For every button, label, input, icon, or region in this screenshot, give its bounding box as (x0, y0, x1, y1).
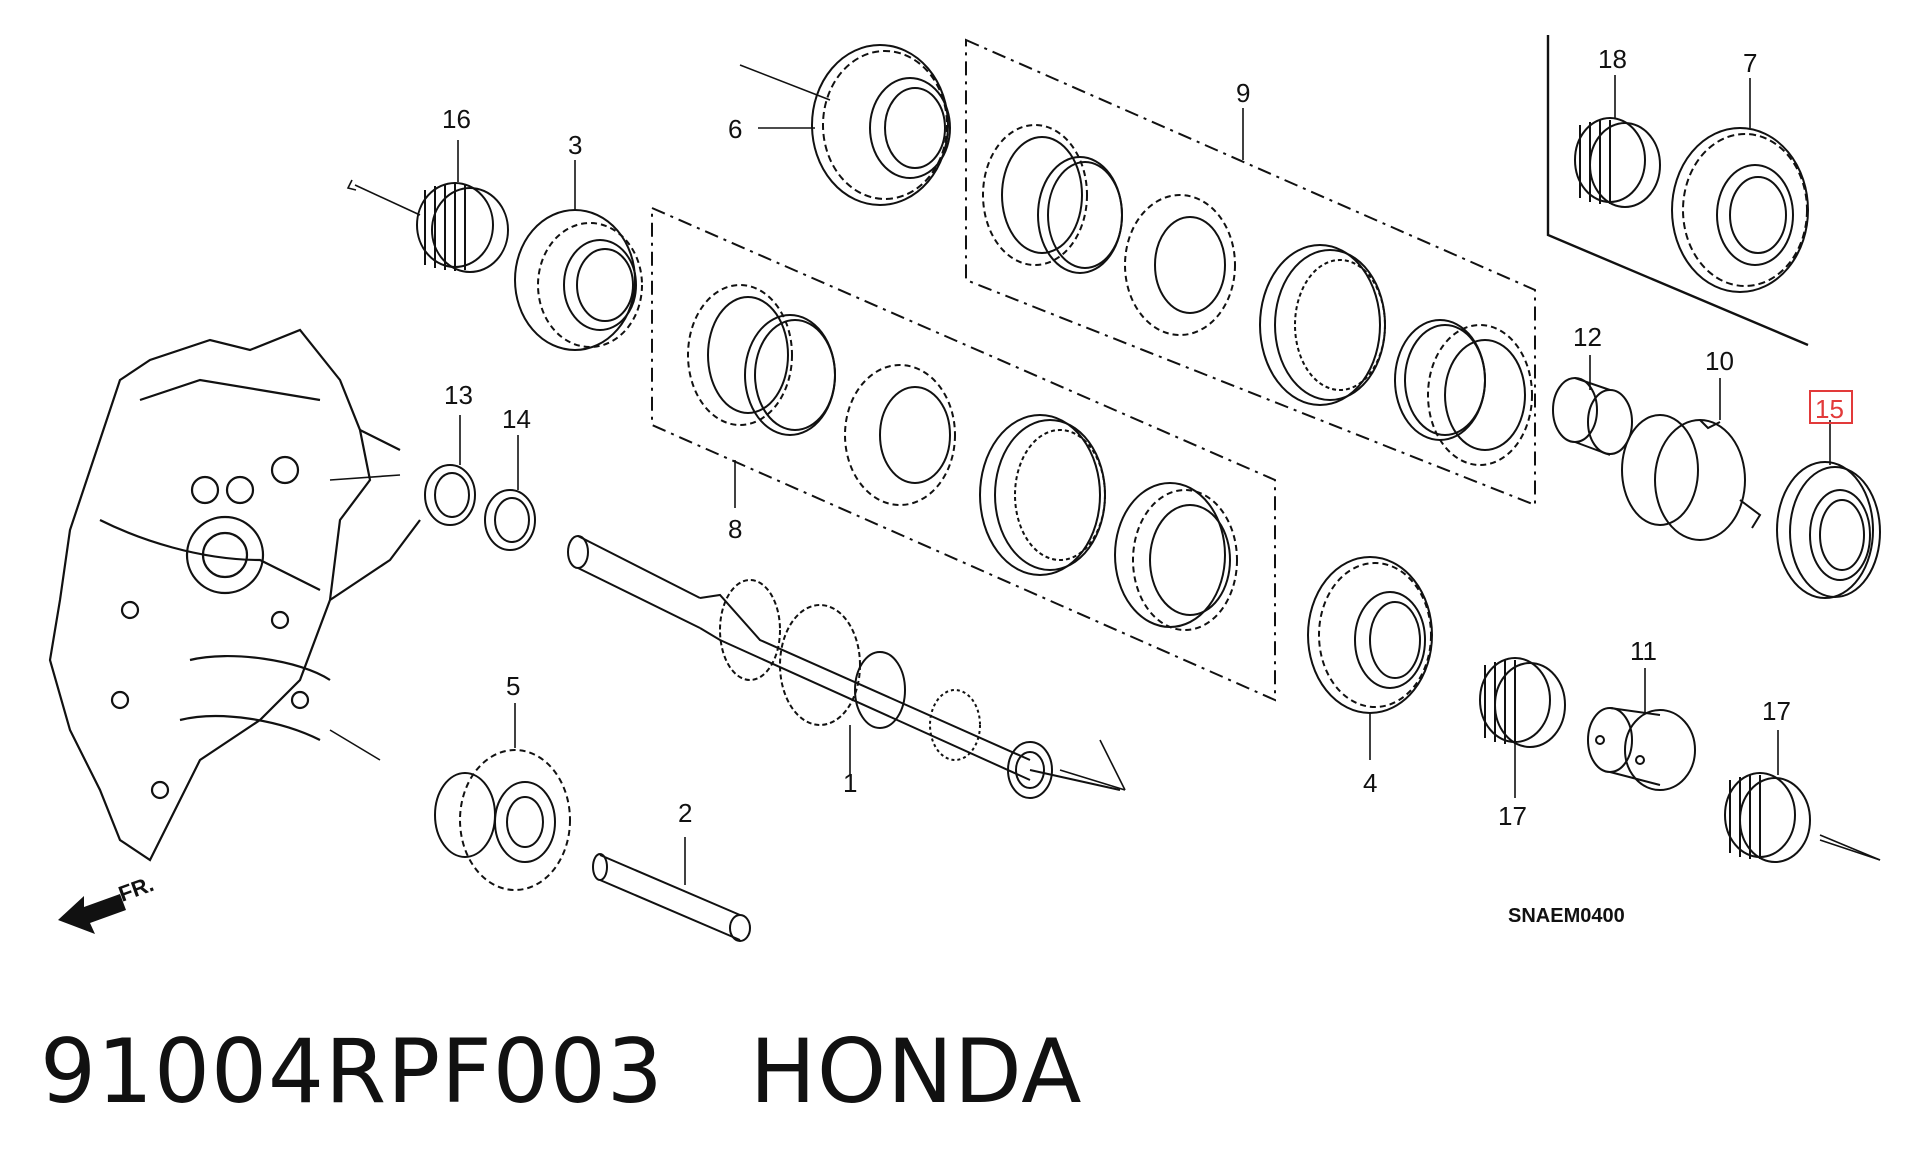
callout-3: 3 (568, 130, 582, 160)
part-17-needle-bearing-b (1724, 772, 1811, 863)
callout-17-b: 17 (1762, 696, 1791, 726)
leader-line (329, 474, 401, 481)
part-6-gear (811, 44, 951, 206)
part-10-collar (1621, 414, 1762, 541)
transmission-case (48, 328, 421, 862)
part-13-washer (424, 464, 476, 526)
part-number: 91004RPF003 (40, 1020, 664, 1123)
part-4-gear (1307, 556, 1433, 714)
part-16-needle-bearing (416, 182, 509, 273)
part-12-bushing (1552, 377, 1633, 456)
callout-leaders (457, 75, 1831, 885)
part-14-washer (484, 489, 536, 551)
callout-5: 5 (506, 671, 520, 701)
assembly-box-8 (651, 206, 1276, 702)
part-2-pin (592, 853, 751, 942)
assembly-box-9 (965, 38, 1536, 507)
callout-18: 18 (1598, 44, 1627, 74)
front-arrow-label: FR. (115, 871, 157, 907)
part-15-ball-bearing (1776, 461, 1881, 599)
highlight-box-15 (1809, 390, 1853, 424)
callout-16: 16 (442, 104, 471, 134)
callout-8: 8 (728, 514, 742, 544)
callout-14: 14 (502, 404, 531, 434)
part-11-collar (1587, 707, 1696, 791)
axis-lines (346, 64, 1881, 861)
callout-11: 11 (1630, 636, 1657, 666)
callout-2: 2 (678, 798, 692, 828)
callout-10: 10 (1705, 346, 1734, 376)
leader-line (329, 729, 381, 761)
callout-13: 13 (444, 380, 473, 410)
callout-labels: 16 3 6 9 8 13 14 12 10 15 18 7 5 1 2 4 1… (442, 44, 1853, 831)
callout-4: 4 (1363, 768, 1377, 798)
part-caption: 91004RPF003 HONDA (40, 1020, 1168, 1123)
part-3-gear (514, 209, 643, 351)
part-8-synchro-assembly (687, 284, 1238, 631)
part-18-needle-bearing (1574, 117, 1661, 208)
callout-6: 6 (728, 114, 742, 144)
diagram-code: SNAEM0400 (1508, 905, 1625, 927)
assembly-box-7 (1546, 35, 1809, 347)
part-9-synchro-assembly (982, 124, 1533, 466)
callout-12: 12 (1573, 322, 1602, 352)
part-17-needle-bearing-a (1479, 657, 1566, 748)
callout-15-highlighted: 15 (1815, 394, 1844, 424)
callout-7: 7 (1743, 48, 1757, 78)
callout-9: 9 (1236, 78, 1250, 108)
front-direction-arrow: FR. (58, 871, 157, 934)
brand-name: HONDA (749, 1020, 1083, 1123)
part-1-mainshaft (567, 535, 1121, 799)
callout-1: 1 (843, 768, 857, 798)
callout-17-a: 17 (1498, 801, 1527, 831)
part-5-gear (434, 749, 571, 891)
part-7-gear (1671, 127, 1809, 293)
